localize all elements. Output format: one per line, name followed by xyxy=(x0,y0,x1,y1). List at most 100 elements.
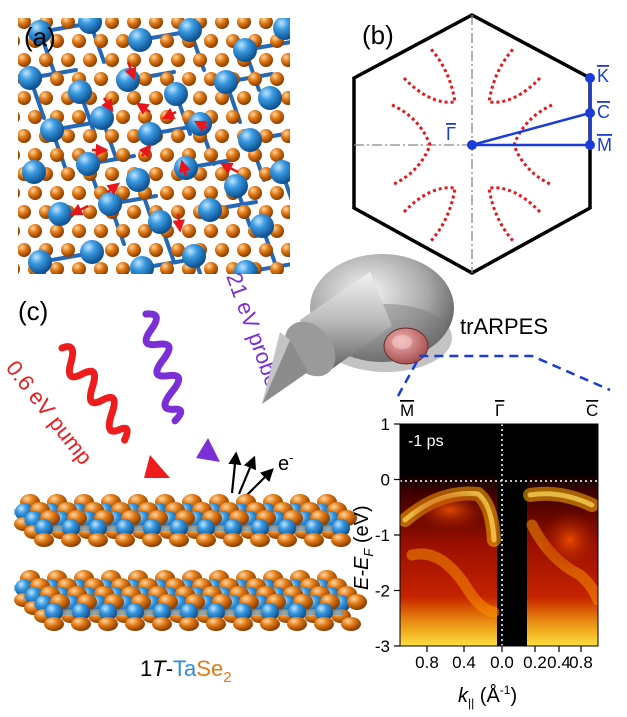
fermi-contour-bottom-left xyxy=(402,186,457,244)
bz-point-gamma xyxy=(467,140,477,150)
x-tick-label: 0.4 xyxy=(452,653,476,672)
selenium-atom xyxy=(223,533,243,547)
selenium-atom xyxy=(237,91,251,105)
displacement-arrow xyxy=(193,120,209,133)
selenium-atom xyxy=(125,617,145,631)
tantalum-atom xyxy=(170,519,188,537)
electron-analyzer xyxy=(262,254,454,404)
pump-wave xyxy=(58,343,131,444)
selenium-atom xyxy=(270,186,284,200)
selenium-atom xyxy=(18,112,20,122)
selenium-atom xyxy=(304,533,324,547)
y-tick-label: 1 xyxy=(381,415,390,434)
tantalum-atom xyxy=(233,38,257,62)
selenium-atom xyxy=(270,72,284,86)
selenium-atom xyxy=(127,243,141,257)
selenium-atom xyxy=(72,224,86,238)
selenium-atom xyxy=(61,18,75,29)
selenium-atom xyxy=(105,167,119,181)
selenium-atom xyxy=(292,110,306,124)
selenium-atom xyxy=(149,243,163,257)
electron-label: e- xyxy=(278,450,293,475)
bz-point-c xyxy=(585,108,595,118)
x-tick-label: 0.4 xyxy=(547,653,571,672)
selenium-atom xyxy=(347,594,367,610)
tantalum-atom xyxy=(214,70,238,94)
technique-label: trARPES xyxy=(460,314,548,339)
selenium-atom xyxy=(248,110,262,124)
selenium-atom xyxy=(237,243,251,257)
selenium-atom xyxy=(18,36,20,46)
selenium-atom xyxy=(204,148,218,162)
selenium-atom xyxy=(277,533,297,547)
selenium-atom xyxy=(18,226,20,236)
selenium-atom xyxy=(61,533,81,547)
selenium-atom xyxy=(281,205,290,219)
x-tick-label: 0.8 xyxy=(569,653,593,672)
selenium-atom xyxy=(61,53,75,67)
selenium-atom xyxy=(303,91,317,105)
selenium-atom xyxy=(314,72,328,86)
selenium-atom xyxy=(94,34,108,48)
selenium-atom xyxy=(237,205,251,219)
selenium-atom xyxy=(171,53,185,67)
panel-a-label: (a) xyxy=(24,22,56,52)
selenium-atom xyxy=(248,186,262,200)
tantalum-atom xyxy=(153,603,171,621)
selenium-atom xyxy=(105,18,119,29)
selenium-atom xyxy=(28,148,42,162)
selenium-atom xyxy=(204,224,218,238)
selenium-atom xyxy=(61,129,75,143)
selenium-atom xyxy=(281,53,290,67)
tantalum-atom xyxy=(126,168,150,192)
tantalum-atom xyxy=(99,603,117,621)
selenium-atom xyxy=(204,0,218,10)
selenium-atom xyxy=(196,533,216,547)
tantalum-atom xyxy=(270,160,290,184)
selenium-atom xyxy=(314,148,328,162)
selenium-atom xyxy=(270,262,284,274)
selenium-atom xyxy=(28,110,42,124)
displacement-arrow xyxy=(69,203,89,216)
selenium-atom xyxy=(182,224,196,238)
selenium-atom xyxy=(34,533,54,547)
tantalum-atom xyxy=(28,250,52,274)
selenium-atom xyxy=(182,0,196,10)
selenium-atom xyxy=(171,243,185,257)
selenium-atom xyxy=(50,72,64,86)
tantalum-atom xyxy=(130,256,154,274)
selenium-atom xyxy=(314,110,328,124)
tantalum-atom xyxy=(273,18,290,40)
selenium-atom xyxy=(303,167,317,181)
selenium-atom xyxy=(237,18,251,29)
tantalum-atom xyxy=(207,603,225,621)
selenium-atom xyxy=(226,224,240,238)
x-tick-label: 0.8 xyxy=(415,653,439,672)
selenium-atom xyxy=(149,167,163,181)
tantalum-atom xyxy=(72,603,90,621)
selenium-atom xyxy=(259,243,273,257)
selenium-atom xyxy=(116,34,130,48)
tantalum-atom xyxy=(45,603,63,621)
tantalum-atom xyxy=(143,519,161,537)
selenium-atom xyxy=(314,262,328,276)
selenium-atom xyxy=(18,74,20,84)
selenium-atom xyxy=(98,617,118,631)
tantalum-atom xyxy=(238,128,262,152)
tantalum-atom xyxy=(258,86,282,110)
tantalum-atom xyxy=(40,118,64,142)
selenium-atom xyxy=(127,91,141,105)
tantalum-atom xyxy=(22,160,46,184)
selenium-atom xyxy=(18,264,20,274)
selenium-atom xyxy=(314,186,328,200)
x-axis-title: k|| (Å-1) xyxy=(458,683,517,710)
selenium-atom xyxy=(18,129,31,143)
selenium-atom xyxy=(0,167,9,181)
tantalum-atom xyxy=(178,18,202,42)
selenium-atom xyxy=(94,72,108,86)
selenium-atom xyxy=(50,34,64,48)
tantalum-atom xyxy=(164,82,188,106)
tantalum-atom xyxy=(198,198,222,222)
